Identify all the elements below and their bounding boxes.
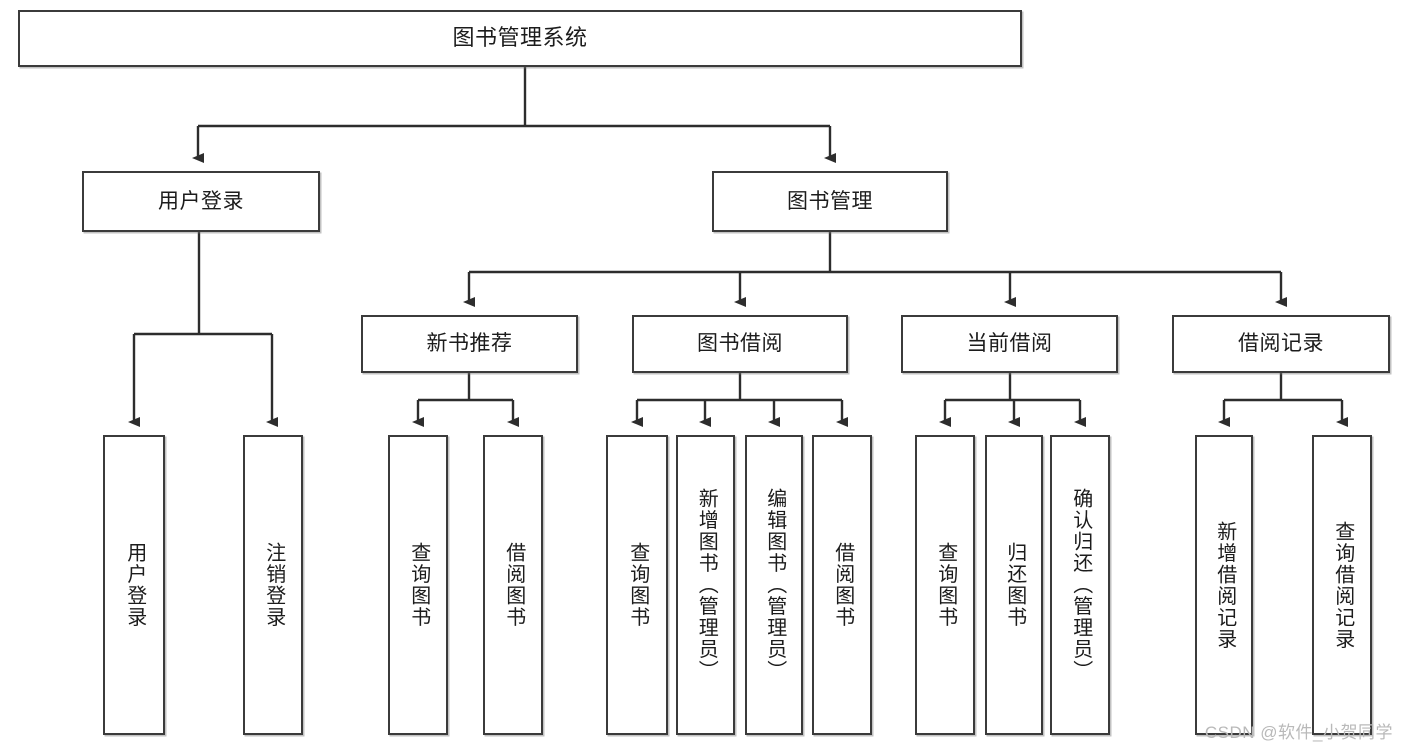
leaf-current-borrow-return[interactable]: 归还图书 bbox=[985, 435, 1043, 735]
node-label: 查询借阅记录 bbox=[1331, 520, 1354, 650]
node-label: 查询图书 bbox=[626, 542, 649, 628]
node-label: 新增借阅记录 bbox=[1213, 520, 1236, 650]
node-borrow-record[interactable]: 借阅记录 bbox=[1172, 315, 1390, 373]
node-book-management[interactable]: 图书管理 bbox=[712, 171, 948, 232]
node-label: 借阅图书 bbox=[831, 542, 854, 628]
node-label: 新增图书（管理员） bbox=[695, 488, 718, 682]
node-new-book-recommend[interactable]: 新书推荐 bbox=[361, 315, 578, 373]
node-label: 确认归还（管理员） bbox=[1069, 488, 1092, 682]
leaf-current-borrow-query[interactable]: 查询图书 bbox=[915, 435, 975, 735]
node-label: 图书管理系统 bbox=[452, 25, 588, 51]
leaf-book-borrow-query[interactable]: 查询图书 bbox=[606, 435, 668, 735]
leaf-user-login-login[interactable]: 用户登录 bbox=[103, 435, 165, 735]
leaf-current-borrow-confirm-return[interactable]: 确认归还（管理员） bbox=[1050, 435, 1110, 735]
node-root-system[interactable]: 图书管理系统 bbox=[18, 10, 1022, 67]
node-label: 归还图书 bbox=[1003, 542, 1026, 628]
node-label: 编辑图书（管理员） bbox=[763, 488, 786, 682]
node-label: 当前借阅 bbox=[966, 332, 1053, 356]
node-label: 图书借阅 bbox=[697, 332, 783, 356]
leaf-borrow-record-add[interactable]: 新增借阅记录 bbox=[1195, 435, 1253, 735]
node-label: 用户登录 bbox=[158, 189, 244, 213]
leaf-new-book-query[interactable]: 查询图书 bbox=[388, 435, 448, 735]
node-label: 新书推荐 bbox=[426, 332, 513, 356]
node-label: 借阅图书 bbox=[502, 542, 525, 628]
node-label: 查询图书 bbox=[407, 542, 430, 628]
leaf-user-login-logout[interactable]: 注销登录 bbox=[243, 435, 303, 735]
leaf-new-book-borrow[interactable]: 借阅图书 bbox=[483, 435, 543, 735]
node-user-login[interactable]: 用户登录 bbox=[82, 171, 320, 232]
node-label: 查询图书 bbox=[934, 542, 957, 628]
node-label: 注销登录 bbox=[262, 542, 285, 628]
node-current-borrow[interactable]: 当前借阅 bbox=[901, 315, 1118, 373]
leaf-borrow-record-query[interactable]: 查询借阅记录 bbox=[1312, 435, 1372, 735]
csdn-watermark: CSDN @软件_小贺同学 bbox=[1204, 723, 1393, 742]
leaf-book-borrow-edit[interactable]: 编辑图书（管理员） bbox=[745, 435, 803, 735]
node-label: 借阅记录 bbox=[1238, 332, 1324, 356]
node-label: 用户登录 bbox=[123, 542, 146, 628]
node-book-borrow[interactable]: 图书借阅 bbox=[632, 315, 848, 373]
leaf-book-borrow-add[interactable]: 新增图书（管理员） bbox=[676, 435, 735, 735]
leaf-book-borrow-borrow[interactable]: 借阅图书 bbox=[812, 435, 872, 735]
node-label: 图书管理 bbox=[787, 189, 873, 213]
